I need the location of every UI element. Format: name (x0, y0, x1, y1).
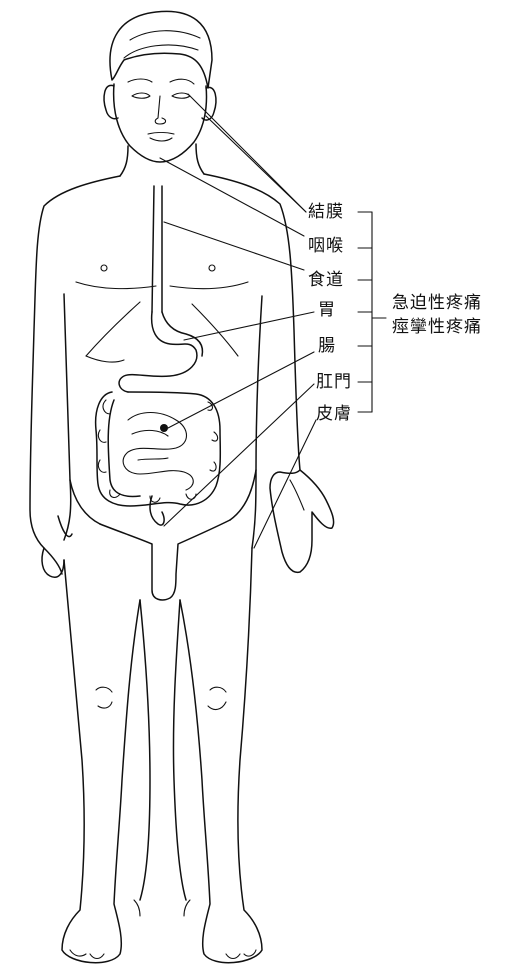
face (112, 83, 208, 163)
groin (99, 519, 231, 601)
label-skin: 皮膚 (316, 404, 352, 424)
human-figure (29, 10, 335, 964)
leader-lines (159, 93, 317, 549)
group-label-urgent-pain: 急迫性疼痛 (392, 293, 482, 313)
torso-left (29, 175, 121, 575)
rectum-drawing (149, 495, 165, 526)
torso-right (203, 173, 301, 471)
bracket (357, 211, 387, 413)
label-pharynx: 咽喉 (308, 236, 344, 256)
label-stomach: 胃 (318, 300, 336, 320)
stomach-drawing (118, 311, 198, 393)
label-anus: 肛門 (316, 372, 352, 392)
group-label-spasmodic-pain: 痙攣性疼痛 (392, 317, 482, 337)
small-intestine-drawing (122, 411, 194, 491)
right-leg-outer (179, 547, 263, 964)
left-ear (103, 84, 119, 120)
right-ear (201, 86, 217, 121)
label-conjunctiva: 結膜 (308, 202, 344, 222)
digestive-tract (94, 185, 222, 526)
label-esophagus: 食道 (308, 270, 344, 290)
label-intestine: 腸 (318, 336, 336, 356)
right-leg-inner (172, 599, 187, 901)
hair (109, 10, 213, 89)
left-leg-inner (139, 599, 151, 901)
colon-drawing (94, 391, 222, 507)
left-leg-outer (61, 559, 141, 964)
left-hand (41, 515, 73, 578)
esophagus-drawing (151, 185, 155, 313)
right-hand (269, 469, 335, 574)
